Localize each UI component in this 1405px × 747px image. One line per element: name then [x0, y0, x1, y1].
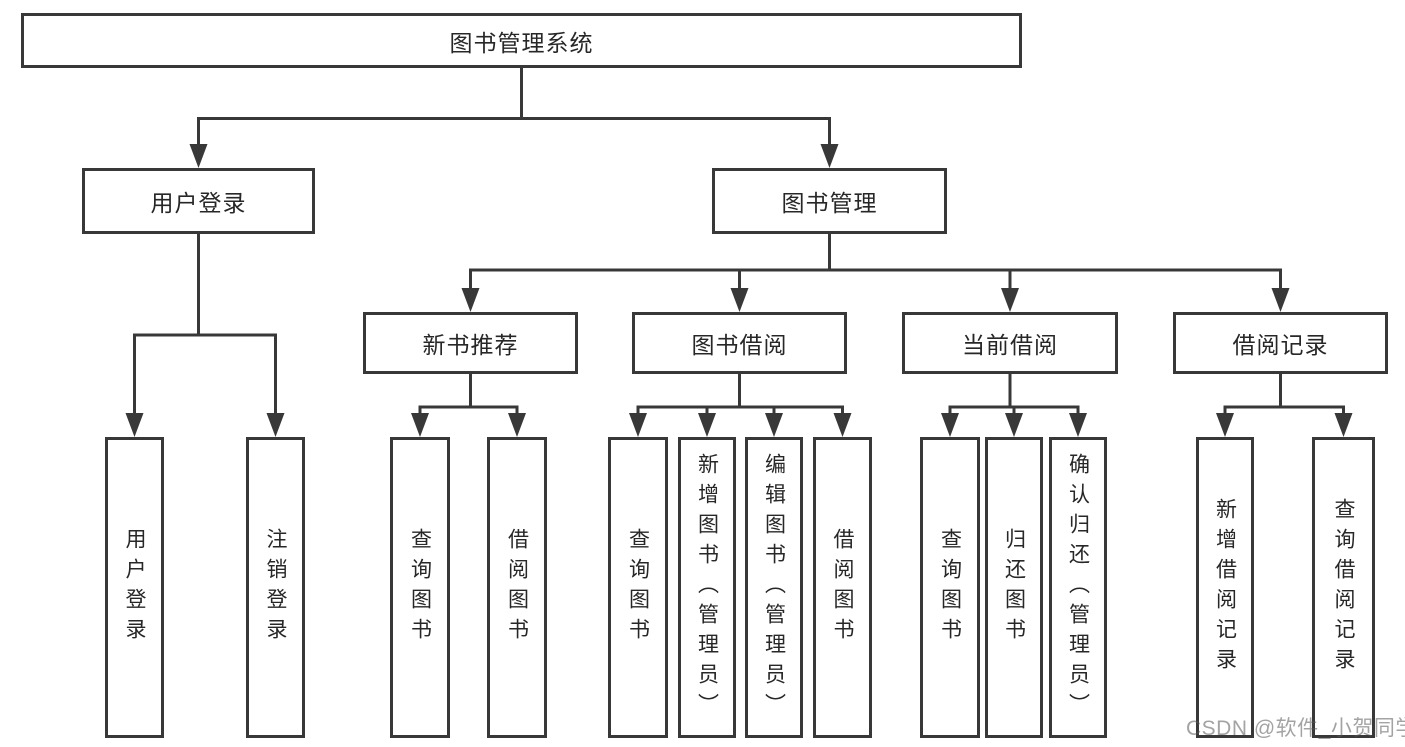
arrowheads [125, 144, 1353, 437]
node-label: 图书借阅 [691, 332, 788, 358]
node-borrowing-records: 借阅记录 [1173, 312, 1388, 374]
node-label: 借阅记录 [1232, 332, 1329, 358]
node-label: 借阅图书 [505, 527, 529, 648]
node-user-login-branch: 用户登录 [82, 168, 315, 234]
node-label: 用户登录 [150, 190, 247, 216]
node-label: 当前借阅 [962, 332, 1058, 358]
leaf-query-books-borrowing: 查询图书 [608, 437, 668, 738]
node-library-management-system: 图书管理系统 [21, 13, 1022, 68]
node-book-borrowing: 图书借阅 [632, 312, 847, 374]
node-label: 用户登录 [123, 527, 146, 648]
watermark-credit: CSDN @软件_小贺同学 [1186, 717, 1405, 740]
node-label: 查询图书 [626, 527, 650, 648]
node-label: 新增借阅记录 [1213, 497, 1237, 678]
node-label: 查询图书 [408, 527, 432, 648]
node-label: 查询借阅记录 [1332, 497, 1355, 678]
node-new-book-recommendation: 新书推荐 [363, 312, 578, 374]
node-label: 编辑图书（管理员） [762, 452, 786, 723]
leaf-logout: 注销登录 [246, 437, 305, 738]
leaf-query-books-recommend: 查询图书 [390, 437, 450, 738]
node-label: 图书管理系统 [449, 29, 594, 56]
leaf-query-borrow-record: 查询借阅记录 [1312, 437, 1375, 738]
node-label: 新书推荐 [422, 332, 519, 358]
node-label: 图书管理 [781, 190, 878, 216]
leaf-borrow-books-borrowing: 借阅图书 [813, 437, 872, 738]
node-label: 确认归还（管理员） [1066, 452, 1090, 723]
leaf-return-books: 归还图书 [985, 437, 1043, 738]
node-label: 借阅图书 [831, 527, 854, 648]
leaf-add-book-admin: 新增图书（管理员） [678, 437, 736, 738]
node-book-management-branch: 图书管理 [712, 168, 947, 234]
leaf-edit-book-admin: 编辑图书（管理员） [745, 437, 803, 738]
node-label: 归还图书 [1002, 527, 1026, 648]
node-label: 注销登录 [264, 527, 287, 648]
leaf-add-borrow-record: 新增借阅记录 [1196, 437, 1254, 738]
node-label: 查询图书 [938, 527, 962, 648]
leaf-borrow-books-recommend: 借阅图书 [487, 437, 547, 738]
leaf-confirm-return-admin: 确认归还（管理员） [1049, 437, 1107, 738]
leaf-query-books-current: 查询图书 [920, 437, 980, 738]
leaf-user-login: 用户登录 [105, 437, 164, 738]
node-current-borrowing: 当前借阅 [902, 312, 1118, 374]
node-label: 新增图书（管理员） [695, 452, 719, 723]
